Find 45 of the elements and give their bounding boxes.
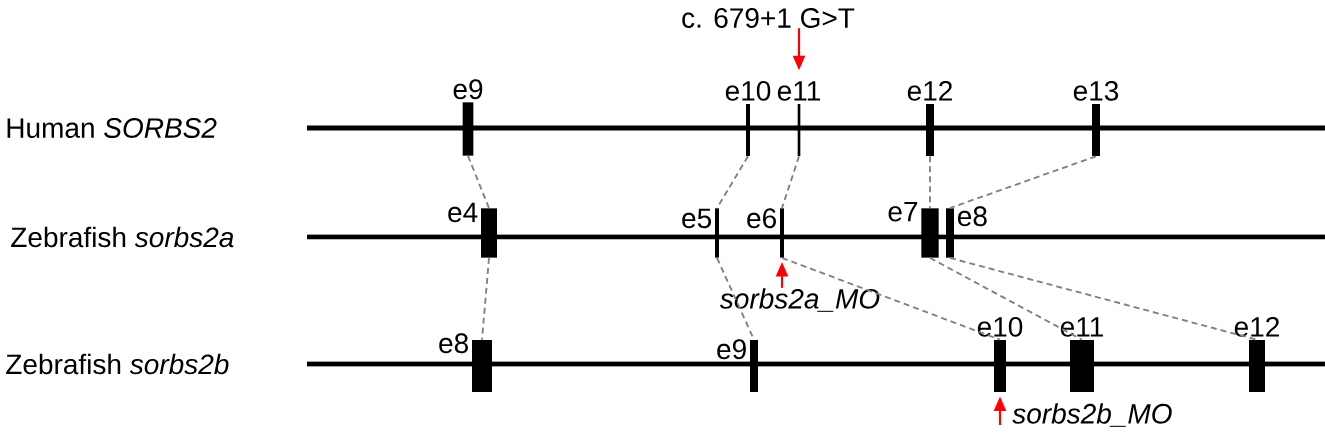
exon-bar: e10	[977, 316, 1023, 392]
mutation-label: sorbs2a_MO	[719, 288, 880, 312]
connector-line	[949, 155, 1097, 209]
exon-bar: e9	[717, 339, 758, 392]
connector-line	[929, 155, 931, 209]
connector-line	[467, 155, 490, 209]
node-label: e7	[888, 201, 918, 222]
exon-bar: e5	[682, 208, 719, 258]
exon-bar: e12	[907, 80, 952, 156]
node-label: e11	[1060, 317, 1103, 337]
node-label: e13	[1073, 80, 1119, 101]
connector-line	[781, 155, 800, 209]
exon-bar: e9	[453, 79, 483, 156]
connector-line	[481, 257, 490, 341]
gene-name: Human SORBS2	[7, 118, 217, 138]
connector-line	[781, 257, 1001, 341]
node-label: e11	[777, 81, 820, 101]
exon-bar: e4	[448, 202, 497, 258]
node-label: e4	[448, 202, 478, 223]
gene-name: Zebrafish sorbs2a	[11, 226, 234, 248]
exon-bar: e8	[946, 206, 987, 258]
exon-bar: e7	[888, 202, 939, 258]
node-label: e9	[717, 339, 746, 360]
exon-bar: e13	[1073, 80, 1119, 156]
node-label: e12	[1234, 316, 1279, 337]
exon-bar: e12	[1234, 316, 1279, 392]
node-label: e10	[977, 316, 1023, 337]
node-label: e5	[682, 208, 712, 229]
connector-line	[949, 257, 1258, 341]
connector-line	[716, 155, 749, 209]
exon-bar: e11	[777, 81, 820, 156]
node-label: e6	[747, 208, 776, 229]
node-label: e10	[725, 80, 771, 101]
exon-bar: e11	[1060, 317, 1103, 392]
exon-bar: e6	[747, 208, 784, 258]
node-label: e12	[907, 80, 952, 101]
gene-name: Zebrafish sorbs2b	[6, 353, 229, 375]
mutation-label: sorbs2b_MO	[1012, 403, 1172, 427]
exon-bar: e10	[725, 80, 771, 156]
connector-line	[929, 257, 1083, 341]
node-label: e8	[958, 206, 987, 227]
mutation-label: c. 679+1 G>T	[682, 8, 855, 28]
node-label: e8	[439, 333, 468, 354]
exon-bar: e8	[439, 333, 492, 392]
node-label: e9	[453, 79, 483, 100]
